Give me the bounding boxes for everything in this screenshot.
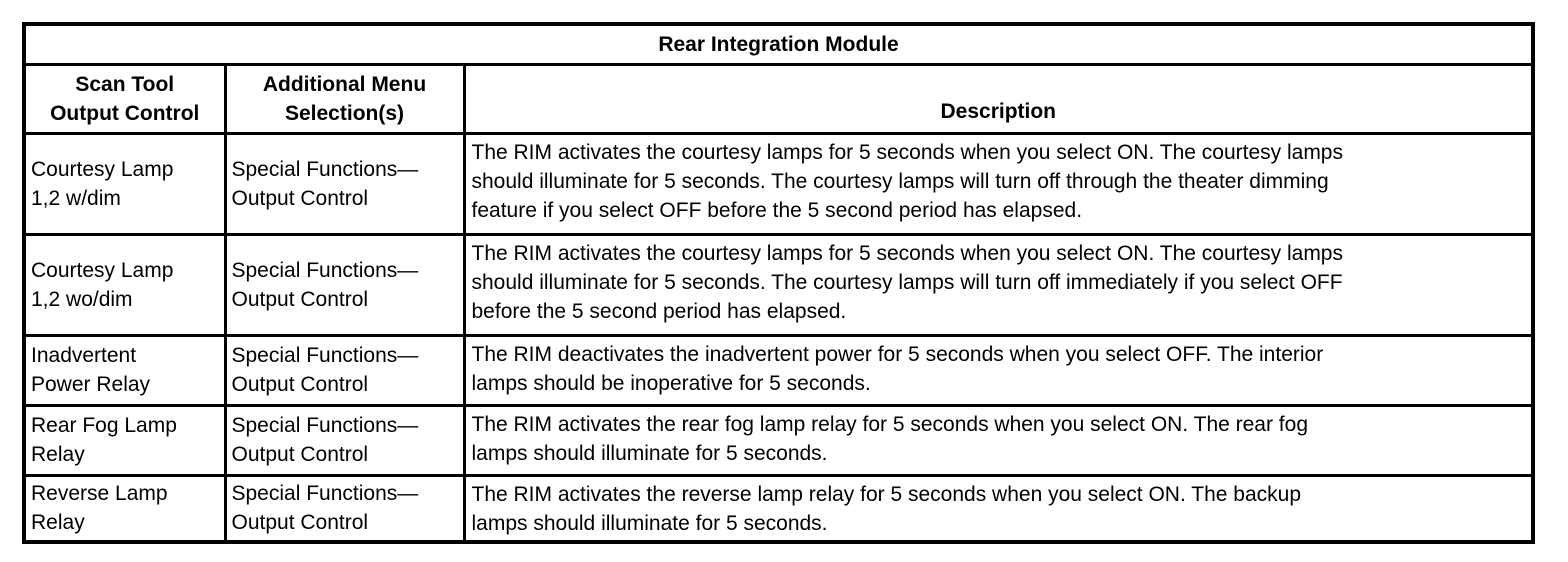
table-header-row: Scan Tool Output Control Additional Menu…: [22, 62, 1535, 135]
description-cell: The RIM activates the reverse lamp relay…: [462, 473, 1535, 543]
additional-menu-selection-cell: Special Functions— Output Control: [223, 403, 466, 477]
additional-menu-selection-cell: Special Functions— Output Control: [223, 232, 466, 337]
column-header-scan-tool-output-control: Scan Tool Output Control: [22, 62, 227, 135]
scan-tool-output-control-cell: Courtesy Lamp 1,2 w/dim: [22, 131, 227, 236]
scan-tool-output-control-cell: Reverse Lamp Relay: [22, 473, 227, 543]
additional-menu-selection-cell: Special Functions— Output Control: [223, 473, 466, 543]
table-title-row: Rear Integration Module: [22, 22, 1535, 66]
description-cell: The RIM activates the rear fog lamp rela…: [462, 403, 1535, 477]
scan-tool-output-control-cell: Inadvertent Power Relay: [22, 333, 227, 407]
table-row: Inadvertent Power Relay Special Function…: [22, 333, 1535, 407]
table-title: Rear Integration Module: [22, 22, 1535, 66]
table-row: Courtesy Lamp 1,2 w/dim Special Function…: [22, 131, 1535, 236]
description-cell: The RIM activates the courtesy lamps for…: [462, 131, 1535, 236]
additional-menu-selection-cell: Special Functions— Output Control: [223, 131, 466, 236]
scan-tool-output-control-cell: Courtesy Lamp 1,2 wo/dim: [22, 232, 227, 337]
rear-integration-module-table: Rear Integration Module Scan Tool Output…: [22, 22, 1535, 544]
description-cell: The RIM activates the courtesy lamps for…: [462, 232, 1535, 337]
table-body: Courtesy Lamp 1,2 w/dim Special Function…: [22, 131, 1535, 543]
column-header-additional-menu-selections: Additional Menu Selection(s): [223, 62, 466, 135]
scan-tool-output-control-cell: Rear Fog Lamp Relay: [22, 403, 227, 477]
column-header-description: Description: [462, 62, 1535, 135]
table-row: Reverse Lamp Relay Special Functions— Ou…: [22, 473, 1535, 543]
table-row: Courtesy Lamp 1,2 wo/dim Special Functio…: [22, 232, 1535, 337]
description-cell: The RIM deactivates the inadvertent powe…: [462, 333, 1535, 407]
additional-menu-selection-cell: Special Functions— Output Control: [223, 333, 466, 407]
table-row: Rear Fog Lamp Relay Special Functions— O…: [22, 403, 1535, 477]
